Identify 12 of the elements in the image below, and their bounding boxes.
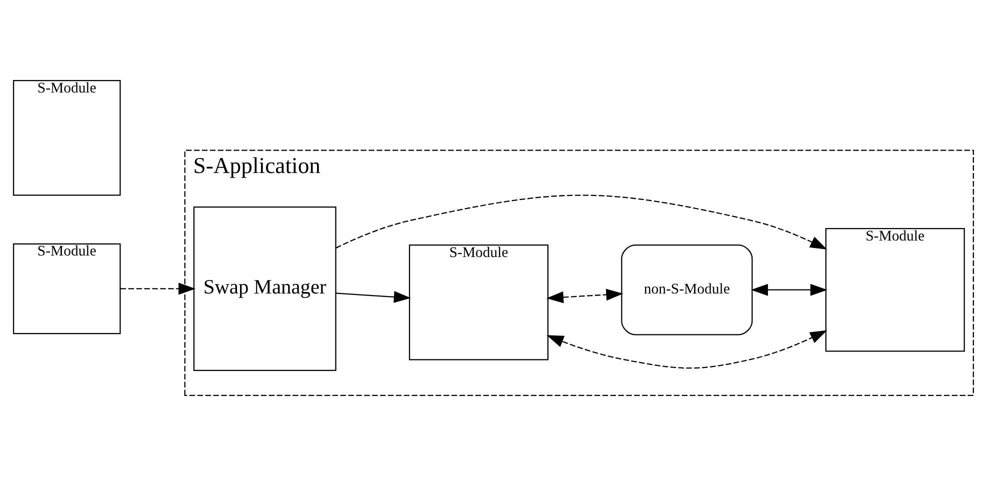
arrow: [335, 194, 827, 250]
arrow: [750, 284, 827, 296]
arrow: [546, 288, 623, 304]
arrow: [546, 330, 827, 369]
arrow: [335, 291, 410, 303]
arrow: [120, 282, 196, 295]
node-box: S-Module: [824, 228, 964, 352]
node-box: S-Module: [12, 243, 120, 334]
node-box: non-S-Module: [620, 244, 752, 336]
node-box: S-Module: [12, 80, 120, 196]
node-box: S-Module: [408, 244, 548, 360]
node-box: Swap Manager: [192, 206, 336, 371]
